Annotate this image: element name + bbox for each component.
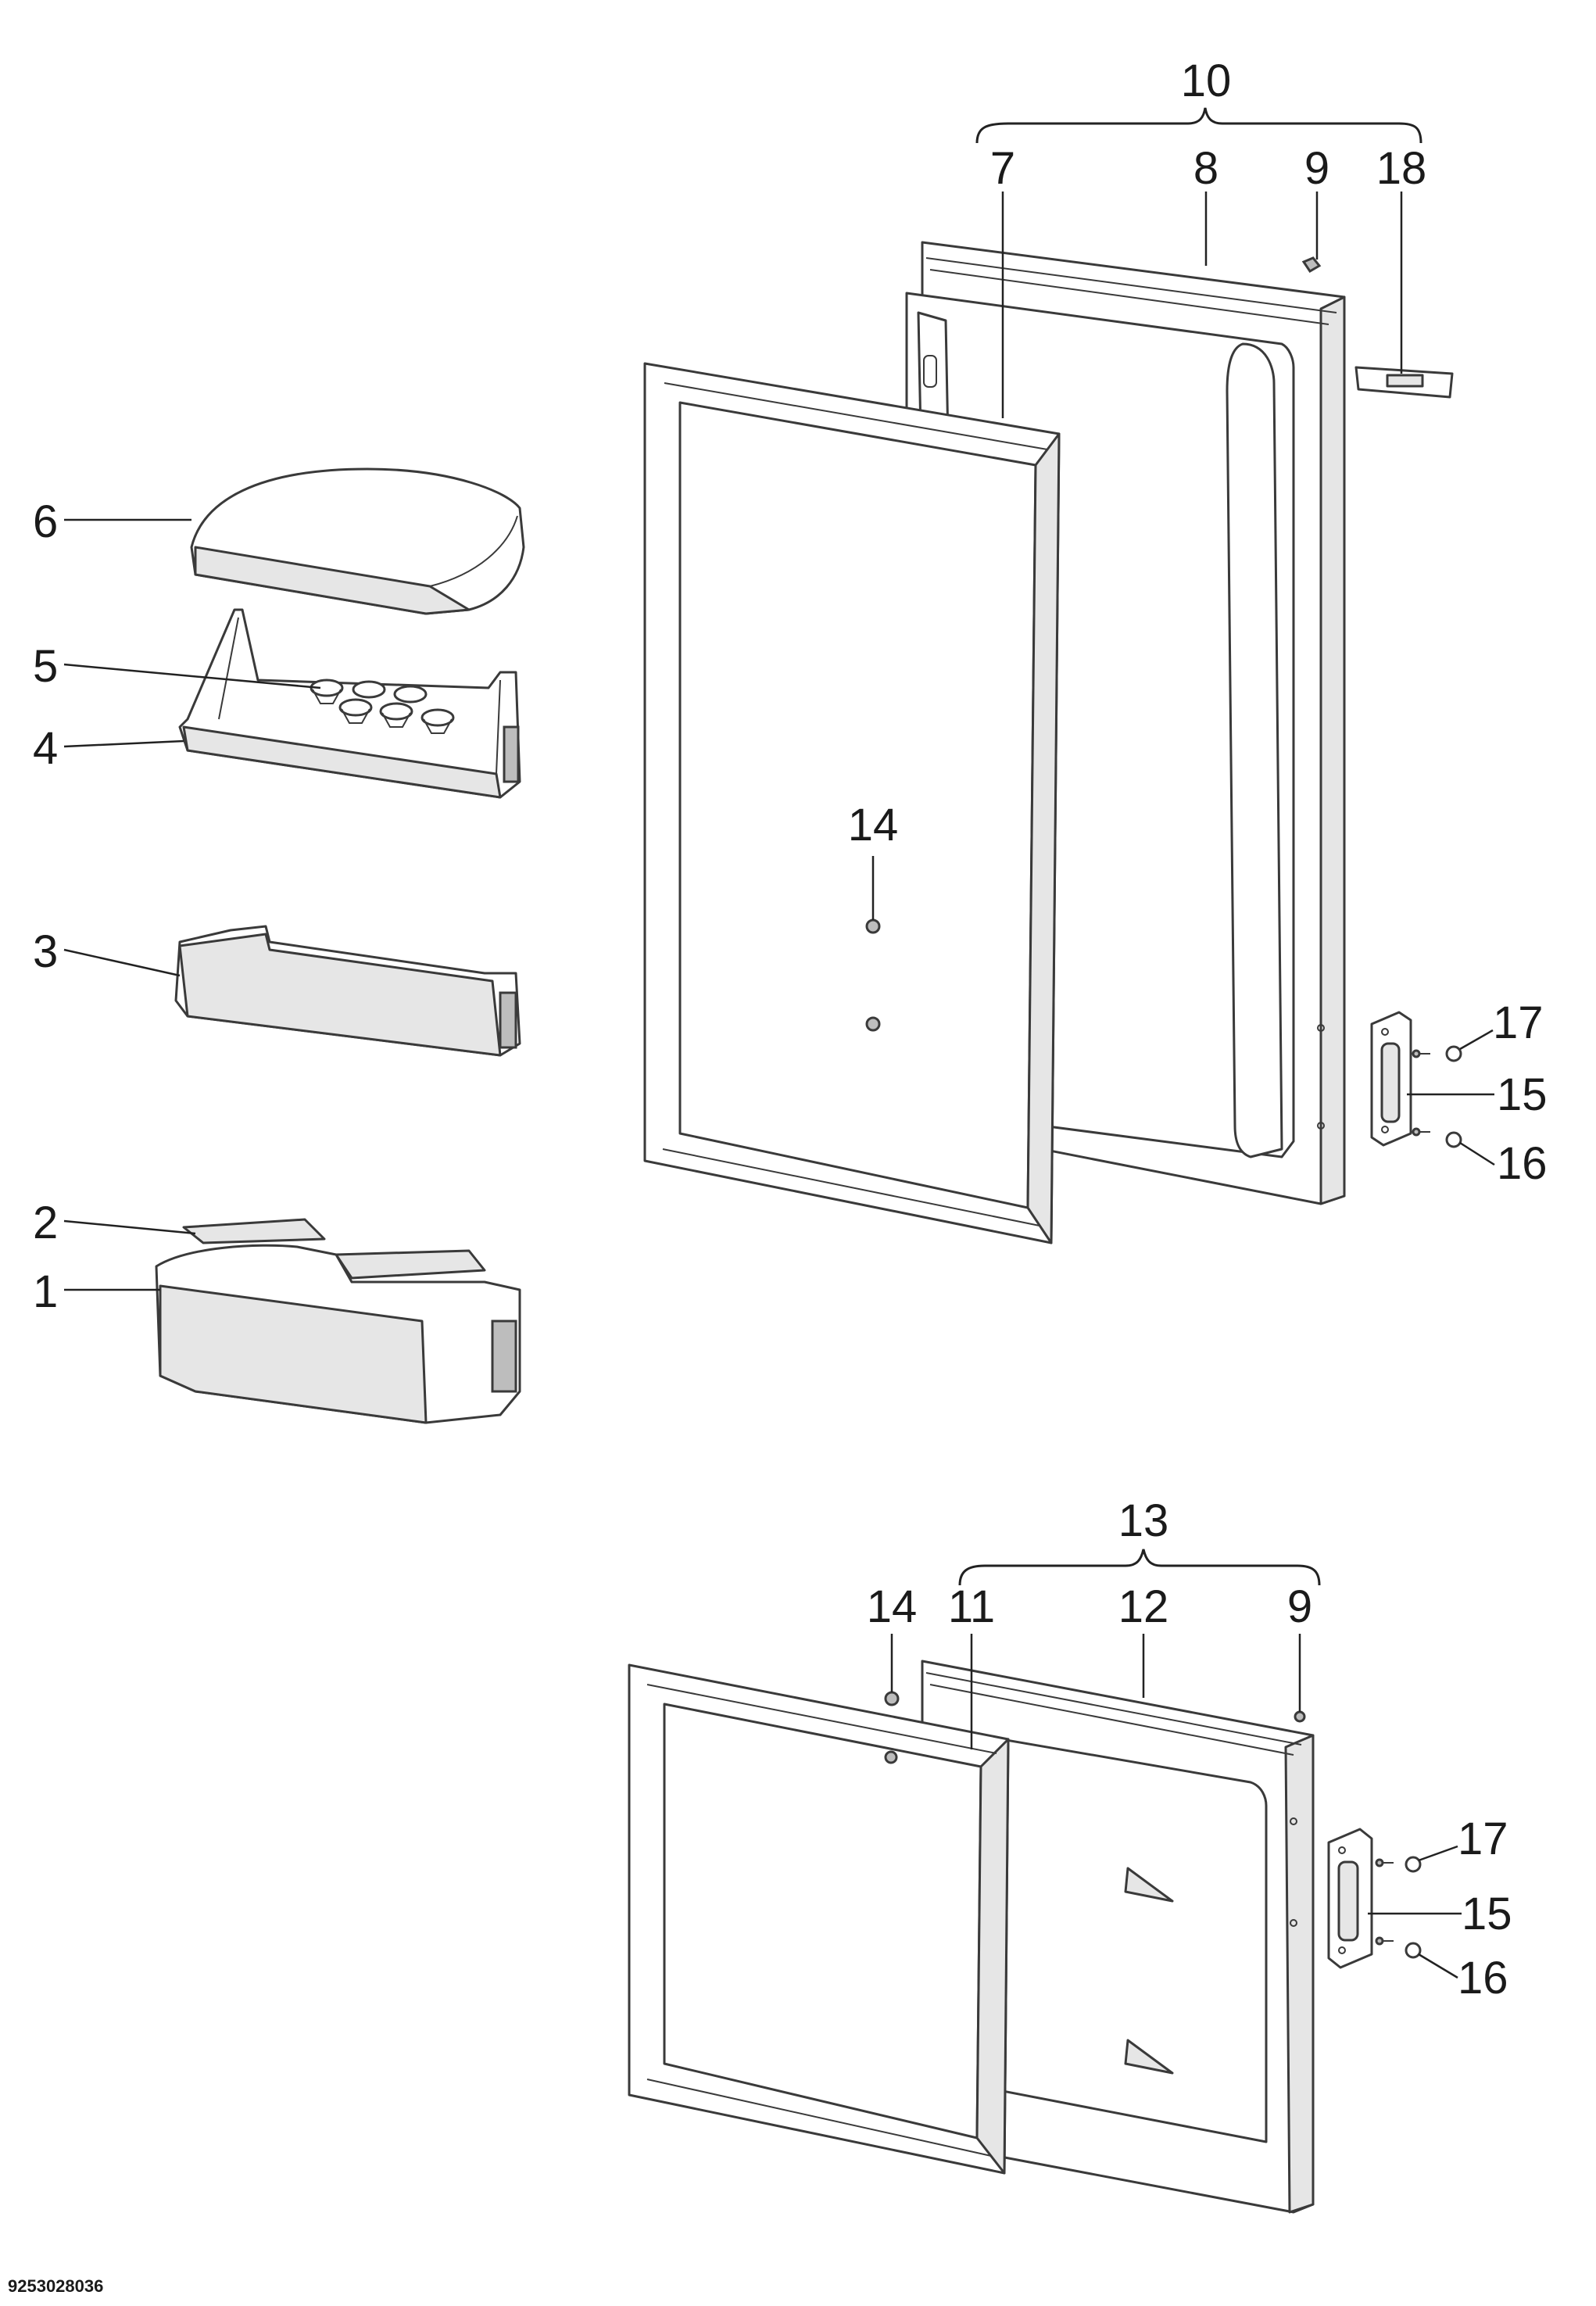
leader-lines xyxy=(63,192,1495,1979)
callout-15-top: 15 xyxy=(1497,1069,1548,1120)
callout-9-top: 9 xyxy=(1304,143,1329,194)
door-handle-top xyxy=(1370,1011,1412,1147)
callout-numbers: 6 5 4 3 2 1 10 7 8 9 18 14 17 15 16 13 1… xyxy=(33,56,1548,2003)
egg-cups xyxy=(310,679,455,734)
callout-9-bottom: 9 xyxy=(1287,1581,1312,1632)
callout-8: 8 xyxy=(1193,143,1218,194)
callout-12: 12 xyxy=(1118,1581,1169,1632)
callout-1: 1 xyxy=(33,1266,58,1317)
callout-18: 18 xyxy=(1376,143,1427,194)
freezer-door-gasket xyxy=(628,1663,1010,2175)
handle-screws-top xyxy=(1412,1045,1462,1148)
callout-2: 2 xyxy=(33,1198,58,1248)
callout-16-bottom: 16 xyxy=(1458,1953,1508,2003)
bottle-shelf-clips xyxy=(182,1218,486,1280)
callout-3: 3 xyxy=(33,926,58,977)
callout-17-bottom: 17 xyxy=(1458,1814,1508,1864)
callout-5: 5 xyxy=(33,641,58,692)
door-stop-pin-bottom xyxy=(1294,1710,1306,1723)
callout-16-top: 16 xyxy=(1497,1138,1548,1189)
document-code: 9253028036 xyxy=(8,2276,103,2296)
door-handle-bottom xyxy=(1327,1828,1373,1969)
handle-screws-bottom xyxy=(1375,1856,1422,1959)
callout-10: 10 xyxy=(1181,56,1232,106)
hinge-screws-top xyxy=(865,918,881,1032)
callout-14-bottom: 14 xyxy=(867,1581,918,1632)
label-plate xyxy=(1354,366,1454,399)
callout-14-top: 14 xyxy=(848,800,899,850)
callout-11: 11 xyxy=(948,1581,995,1632)
bottle-shelf-bin xyxy=(155,1244,521,1424)
brace-assembly-10 xyxy=(975,107,1422,144)
butter-compartment-lid xyxy=(190,467,525,615)
door-balcony-shelf xyxy=(174,925,521,1057)
hinge-screw-bottom xyxy=(884,1691,900,1706)
callout-13: 13 xyxy=(1118,1495,1169,1546)
callout-15-bottom: 15 xyxy=(1462,1889,1512,1939)
brace-assembly-13 xyxy=(958,1549,1321,1586)
callout-7: 7 xyxy=(990,143,1015,194)
callout-6: 6 xyxy=(33,496,58,547)
fridge-door-gasket xyxy=(643,362,1061,1244)
callout-4: 4 xyxy=(33,723,58,774)
door-stop-pin-top xyxy=(1301,256,1322,274)
callout-17-top: 17 xyxy=(1493,997,1544,1048)
